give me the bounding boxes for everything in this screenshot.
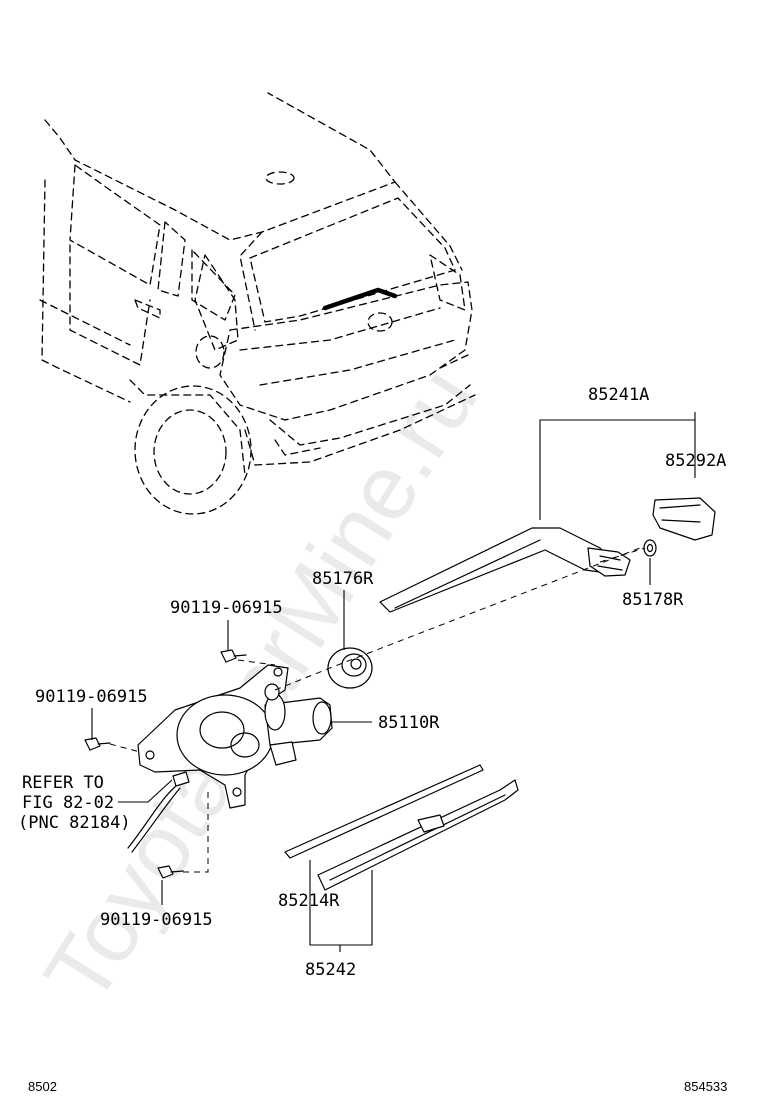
label-bolt-90119-b: 90119-06915: [35, 687, 148, 707]
label-bolt-90119-c: 90119-06915: [100, 910, 213, 930]
refer-line-2: FIG 82-02: [22, 793, 114, 813]
label-85292A: 85292A: [665, 451, 726, 471]
arm-cover-85292A: [652, 497, 716, 541]
cap-85176R: [327, 647, 373, 689]
bolt-a-icon: [220, 649, 247, 663]
nut-85178R: [643, 539, 657, 557]
footer-right-code: 854533: [684, 1079, 727, 1094]
refer-line-1: REFER TO: [22, 773, 104, 793]
label-85110R: 85110R: [378, 713, 440, 733]
vehicle-rear-outline: [39, 92, 476, 515]
label-85242: 85242: [305, 960, 356, 980]
label-85176R: 85176R: [312, 569, 374, 589]
wire-harness: [127, 771, 190, 853]
label-85214R: 85214R: [278, 891, 340, 911]
wiper-motor-85110R: [137, 664, 333, 809]
refer-line-3: (PNC 82184): [18, 813, 131, 833]
assembly-lines: [109, 547, 646, 873]
label-85241A: 85241A: [588, 385, 649, 405]
bolt-b-icon: [84, 737, 111, 751]
label-bolt-90119-a: 90119-06915: [170, 598, 283, 618]
footer-left-code: 8502: [28, 1079, 57, 1094]
label-85178R: 85178R: [622, 590, 684, 610]
wiper-arm-85241A: [379, 527, 631, 613]
leader-lines: [91, 412, 696, 952]
wiper-blade-85242: [317, 779, 519, 891]
bolt-c-icon: [157, 865, 184, 879]
blade-rubber-85214R: [284, 764, 484, 859]
